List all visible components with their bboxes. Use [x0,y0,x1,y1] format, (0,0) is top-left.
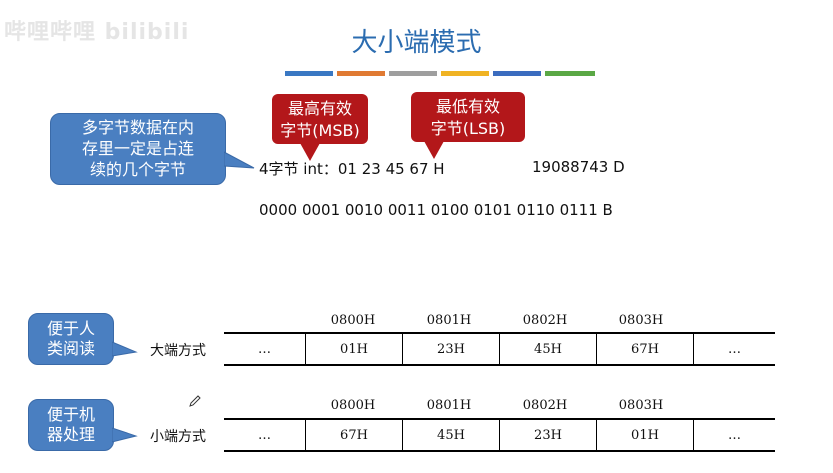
big-endian-table: … 01H 23H 45H 67H … [224,332,775,366]
callout-lsb-tail [424,141,444,159]
color-bar [337,71,385,76]
memory-cell: 23H [402,332,500,366]
note-multibyte-tail [224,151,255,169]
note-human-tail [112,341,138,357]
memory-cell: 67H [596,332,694,366]
big-addr-3: 0803H [618,313,664,328]
int-line: 4字节 int：01 23 45 67 H [259,160,445,178]
memory-cell: … [224,418,306,452]
callout-msb: 最高有效 字节(MSB) [272,94,368,144]
big-addr-2: 0802H [522,313,568,328]
big-addr-0: 0800H [330,313,376,328]
note-machine: 便于机 器处理 [28,399,114,451]
big-endian-label: 大端方式 [150,343,206,359]
decimal-value: 19088743 D [532,158,625,176]
note-multibyte: 多字节数据在内 存里一定是占连 续的几个字节 [50,113,226,185]
color-bar [545,71,595,76]
pencil-icon [189,395,201,407]
memory-cell: 01H [305,332,403,366]
color-bar [493,71,541,76]
little-endian-table: … 67H 45H 23H 01H … [224,418,775,452]
little-addr-0: 0800H [330,398,376,413]
little-addr-2: 0802H [522,398,568,413]
memory-cell: 01H [596,418,694,452]
memory-cell: … [224,332,306,366]
memory-cell: 45H [499,332,597,366]
little-addr-3: 0803H [618,398,664,413]
little-endian-label: 小端方式 [150,429,206,445]
memory-cell: 67H [305,418,403,452]
color-bar [389,71,437,76]
callout-msb-tail [300,143,320,161]
memory-cell: … [693,418,775,452]
big-addr-1: 0801H [426,313,472,328]
callout-lsb: 最低有效 字节(LSB) [411,92,525,142]
memory-cell: … [693,332,775,366]
note-machine-tail [112,427,138,443]
memory-cell: 23H [499,418,597,452]
memory-cell: 45H [402,418,500,452]
table-row: … 67H 45H 23H 01H … [224,418,775,452]
watermark: 哔哩哔哩 bilibili [4,20,190,45]
color-bar [285,71,333,76]
little-addr-1: 0801H [426,398,472,413]
color-bar [441,71,489,76]
binary-value: 0000 0001 0010 0011 0100 0101 0110 0111 … [259,201,613,219]
page-title: 大小端模式 [351,28,482,58]
note-human: 便于人 类阅读 [28,313,114,365]
table-row: … 01H 23H 45H 67H … [224,332,775,366]
